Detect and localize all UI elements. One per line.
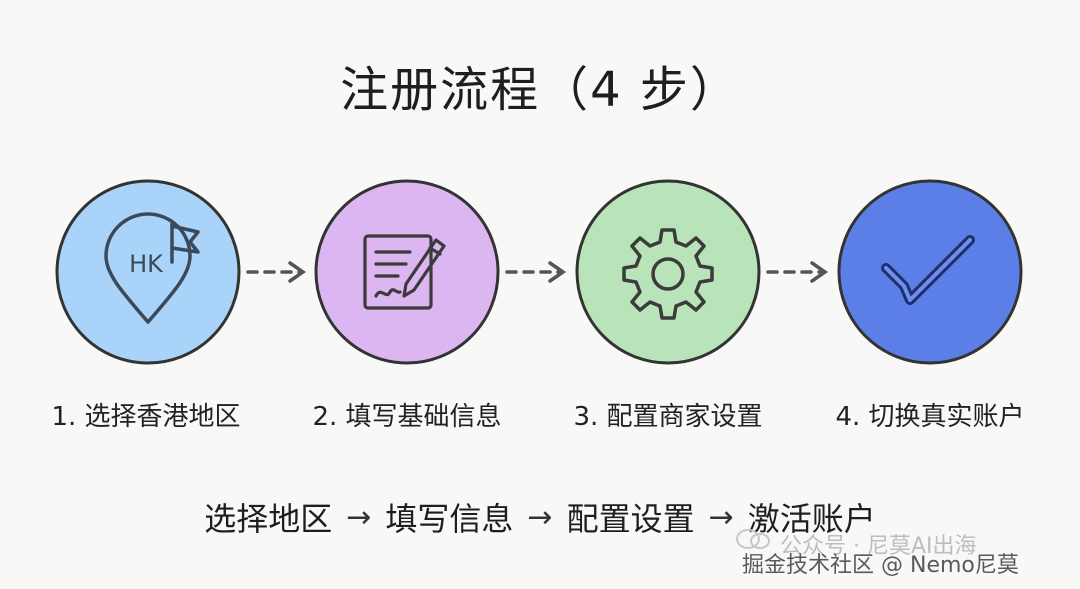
summary-item-2: 填写信息 — [385, 500, 514, 538]
step-3-label: 3. 配置商家设置 — [573, 402, 763, 432]
dashed-arrow-2 — [505, 261, 567, 283]
document-pencil-icon — [363, 234, 446, 310]
summary-arrow-icon: → — [527, 499, 553, 535]
summary-item-1: 选择地区 — [204, 500, 333, 538]
dashed-arrow-3 — [766, 261, 829, 283]
hk-label: HK — [129, 250, 164, 278]
step-2-label: 2. 填写基础信息 — [312, 402, 502, 432]
summary-arrow-icon: → — [346, 499, 372, 535]
step-2-circle — [314, 179, 500, 365]
gear-icon — [622, 228, 714, 320]
step-1-circle: HK — [55, 179, 241, 365]
summary-item-3: 配置设置 — [566, 500, 695, 538]
page-title: 注册流程（4 步） — [340, 62, 740, 118]
step-3-circle — [575, 179, 761, 365]
step-4-label: 4. 切换真实账户 — [835, 402, 1025, 432]
watermark-juejin: 掘金技术社区 @ Nemo尼莫 — [742, 553, 1019, 578]
dashed-arrow-1 — [246, 261, 307, 283]
summary-flow: 选择地区 → 填写信息 → 配置设置 → 激活账户 — [0, 494, 1080, 540]
step-4-circle — [837, 179, 1023, 365]
watermark-wechat-account: 公众号 · 尼莫AI出海 — [780, 534, 977, 559]
checkmark-icon — [881, 235, 975, 305]
summary-arrow-icon: → — [708, 499, 734, 535]
hk-location-pin-flag-icon — [104, 212, 200, 324]
summary-item-4: 激活账户 — [747, 500, 876, 538]
step-1-label: 1. 选择香港地区 — [51, 402, 241, 432]
wechat-icon — [736, 529, 770, 549]
